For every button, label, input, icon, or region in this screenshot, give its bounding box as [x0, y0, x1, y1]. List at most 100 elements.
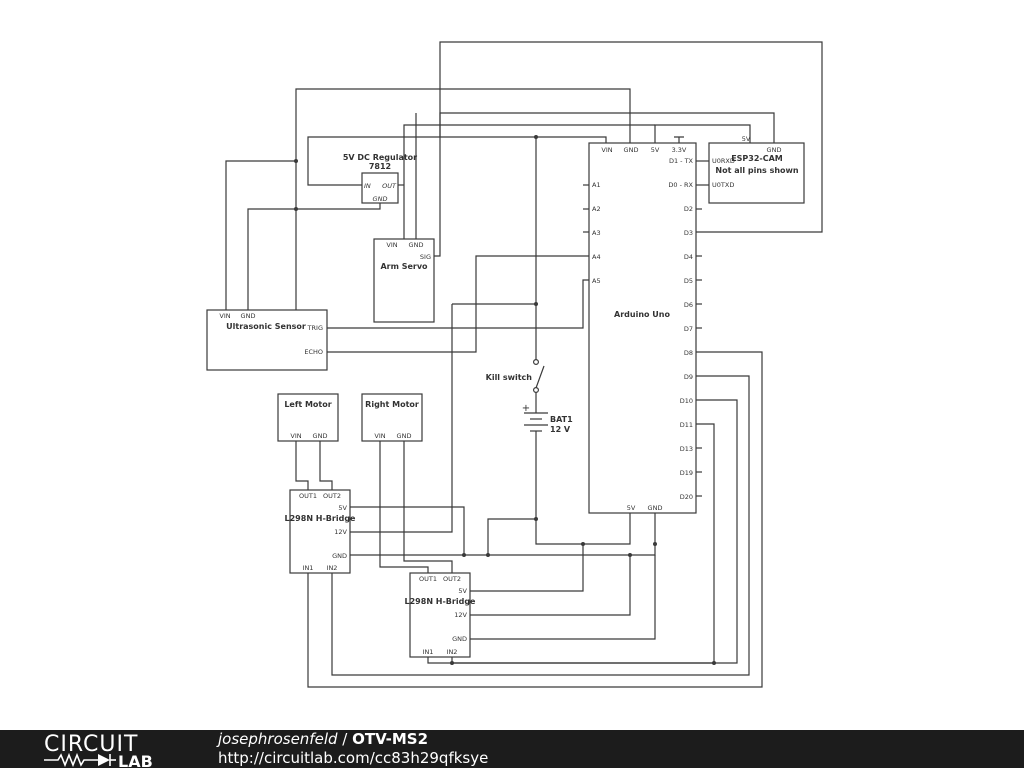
esp32-body — [708, 142, 805, 204]
hb2-pin-in2: IN2 — [447, 648, 458, 656]
arduino-pin-d2: D2 — [684, 205, 693, 213]
ultrasonic-body — [206, 309, 328, 371]
arduino-pin-d19: D19 — [680, 469, 693, 477]
servo-pin-gnd: GND — [409, 241, 424, 249]
battery-plus: + — [522, 403, 530, 414]
wires — [225, 41, 823, 688]
right-motor-pin-gnd: GND — [397, 432, 412, 440]
left-motor-pin-vin: VIN — [290, 432, 301, 440]
right-motor-title: Right Motor — [365, 400, 419, 409]
hb1-pin-5v: 5V — [338, 504, 347, 512]
circuitlab-logo[interactable]: CIRCUIT — [44, 732, 138, 757]
hb2-pin-gnd: GND — [452, 635, 467, 643]
kill-switch: Kill switch — [486, 359, 545, 394]
battery: + BAT1 12 V — [522, 403, 573, 437]
switch-contact-bottom — [532, 387, 539, 394]
ultrasonic-pin-echo: ECHO — [304, 348, 323, 356]
author-project-line: josephrosenfeld / OTV-MS2 — [218, 730, 428, 748]
left-motor-title: Left Motor — [284, 400, 331, 409]
arduino-pin-d20: D20 — [680, 493, 693, 501]
battery-name: BAT1 — [550, 415, 573, 424]
arduino-body — [588, 142, 697, 514]
logo-top-text: CIRCUIT — [44, 732, 139, 757]
arduino-pin-d6: D6 — [684, 301, 693, 309]
junction — [712, 661, 716, 665]
esp32-pin-u0txd: U0TXD — [712, 181, 734, 189]
hb1-pin-gnd: GND — [332, 552, 347, 560]
kill-switch-label: Kill switch — [486, 373, 533, 382]
switch-lever — [535, 365, 545, 389]
wire-d8-in1 — [307, 351, 763, 688]
arduino-pin-d7: D7 — [684, 325, 693, 333]
arduino-pin-d11: D11 — [680, 421, 693, 429]
servo-body — [373, 238, 435, 323]
servo-pin-vin: VIN — [386, 241, 397, 249]
project-url[interactable]: http://circuitlab.com/cc83h29qfksye — [218, 749, 489, 767]
wire-reg-gnd — [247, 203, 381, 310]
project-name[interactable]: OTV-MS2 — [352, 730, 429, 748]
regulator-title: 5V DC Regulator — [343, 153, 417, 162]
hb1-pin-12v: 12V — [334, 528, 347, 536]
arduino-pin-d8: D8 — [684, 349, 693, 357]
arm-servo: VIN GND SIG Arm Servo — [373, 238, 435, 323]
wire-d3-loop — [439, 41, 823, 233]
left-motor-pin-gnd: GND — [313, 432, 328, 440]
junction — [653, 542, 657, 546]
wire-in2b — [451, 657, 714, 664]
regulator-pin-out: OUT — [382, 182, 397, 190]
hb1-pin-out2: OUT2 — [323, 492, 341, 500]
author-name[interactable]: josephrosenfeld — [218, 730, 338, 748]
arduino-pin-5v-top: 5V — [651, 146, 660, 154]
wire-lm-vin — [295, 441, 309, 490]
h-bridge-2: OUT1 OUT2 5V L298N H-Bridge 12V GND IN1 … — [405, 572, 476, 658]
junction — [294, 207, 298, 211]
esp32-pin-gnd: GND — [767, 146, 782, 154]
junction — [628, 553, 632, 557]
right-motor-body — [361, 393, 423, 442]
servo-title: Arm Servo — [380, 262, 428, 271]
arduino-pin-d13: D13 — [680, 445, 693, 453]
left-motor: Left Motor VIN GND — [277, 393, 339, 442]
hb1-pin-out1: OUT1 — [299, 492, 317, 500]
arduino-pin-a5: A5 — [592, 277, 601, 285]
wire-vin-regulator — [307, 136, 607, 186]
wire-gnd-hb2 — [470, 555, 656, 640]
right-motor-pin-vin: VIN — [374, 432, 385, 440]
esp32-pin-u0rxd: U0RXD — [712, 157, 735, 165]
arduino-pin-a1: A1 — [592, 181, 601, 189]
wire-33v-stub — [674, 136, 684, 143]
junction — [294, 159, 298, 163]
esp32-title: ESP32-CAM — [731, 154, 783, 163]
arduino-pin-d1: D1 - TX — [669, 157, 694, 165]
regulator-part: 7812 — [369, 162, 391, 171]
junction — [581, 542, 585, 546]
wire-5v-hb2 — [470, 544, 584, 592]
esp32-note: Not all pins shown — [715, 166, 799, 175]
arduino-pin-a2: A2 — [592, 205, 601, 213]
hb2-pin-12v: 12V — [454, 611, 467, 619]
esp32-pin-5v: 5V — [742, 135, 751, 143]
arduino-pin-a4: A4 — [592, 253, 601, 261]
ultrasonic-pin-gnd: GND — [241, 312, 256, 320]
ultrasonic-pin-vin: VIN — [219, 312, 230, 320]
hb2-pin-in1: IN1 — [423, 648, 434, 656]
wire-12v-hb2 — [470, 555, 631, 616]
arduino-pin-d5: D5 — [684, 277, 693, 285]
arduino-title: Arduino Uno — [614, 310, 670, 319]
junction — [486, 553, 490, 557]
junction — [534, 135, 538, 139]
wire-d9-in2 — [331, 375, 750, 676]
arduino-pin-5v-bottom: 5V — [627, 504, 636, 512]
battery-value: 12 V — [550, 425, 571, 434]
logo-bottom-text: LAB — [118, 752, 153, 768]
junction — [534, 302, 538, 306]
ultrasonic-sensor: VIN GND Ultrasonic Sensor TRIG ECHO — [206, 309, 328, 371]
regulator-pin-gnd: GND — [373, 195, 388, 203]
schematic-diagram: 5V DC Regulator 7812 IN OUT GND 5V GND U… — [206, 41, 823, 688]
wire-12v-hb1 — [350, 304, 453, 533]
wire-d10-in1b — [427, 399, 738, 664]
logo-resistor-diode-graphic: LAB — [44, 752, 153, 768]
hb2-pin-out2: OUT2 — [443, 575, 461, 583]
regulator-pin-in: IN — [364, 182, 371, 190]
footer-bar: CIRCUIT LAB josephrosenfeld / OTV-MS2 ht… — [0, 730, 1024, 768]
